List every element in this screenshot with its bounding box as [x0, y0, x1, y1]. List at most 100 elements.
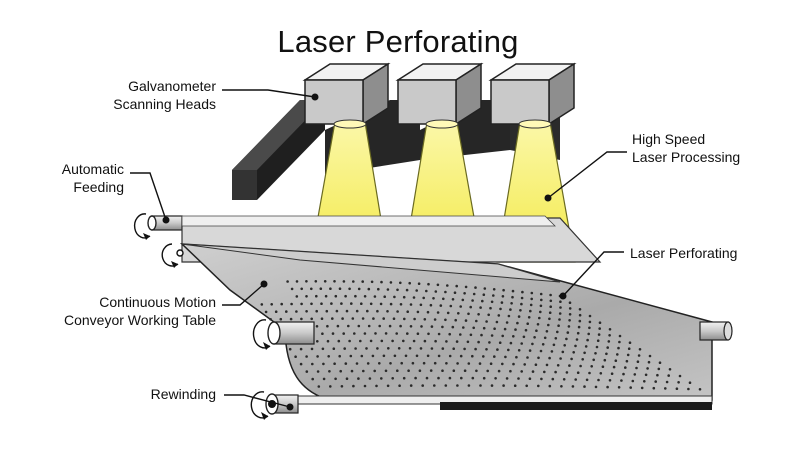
perforation-hole: [509, 308, 512, 311]
perforation-hole: [507, 314, 511, 318]
perforation-hole: [677, 381, 680, 384]
perforation-hole: [568, 313, 572, 316]
perforation-hole: [290, 287, 294, 291]
perforation-hole: [526, 322, 529, 326]
perforation-hole: [314, 280, 318, 283]
perforation-hole: [571, 385, 575, 388]
perforation-hole: [494, 377, 497, 380]
perforation-hole: [363, 295, 367, 298]
perforation-hole: [502, 384, 505, 387]
perforation-hole: [552, 343, 556, 347]
perforation-hole: [469, 305, 473, 309]
perforation-hole: [594, 385, 598, 389]
perforation-hole: [520, 342, 523, 345]
perforation-hole: [338, 354, 342, 358]
perforation-hole: [562, 378, 566, 381]
perforation-hole: [355, 362, 359, 365]
perforation-hole: [463, 292, 466, 295]
roller-rotation-arrow-icon: [250, 391, 269, 420]
perforation-hole: [462, 326, 465, 329]
perforation-hole: [605, 352, 608, 356]
perforation-hole: [415, 289, 419, 292]
perforation-hole: [378, 324, 382, 328]
perforation-hole: [345, 377, 349, 381]
perforation-hole: [493, 327, 496, 331]
perforation-hole: [565, 337, 568, 341]
perforation-hole: [559, 300, 562, 304]
perforation-hole: [640, 386, 644, 390]
perforation-hole: [430, 347, 434, 350]
perforation-hole: [316, 370, 320, 373]
perforation-hole: [344, 362, 348, 365]
perforation-hole: [295, 280, 299, 283]
label-galvanometer-line1: Galvanometer: [128, 78, 216, 94]
perforation-hole: [448, 354, 452, 358]
perforation-hole: [433, 318, 437, 321]
perforation-hole: [295, 295, 299, 298]
perforation-hole: [391, 339, 394, 343]
perforation-hole: [607, 340, 611, 343]
perforation-hole: [388, 324, 392, 328]
perforation-hole: [350, 302, 353, 305]
perforation-hole: [444, 384, 448, 387]
perforation-hole: [348, 339, 351, 343]
perforation-hole: [335, 309, 339, 313]
perforation-hole: [493, 355, 496, 358]
perforation-hole: [396, 288, 399, 292]
perforation-hole: [614, 359, 618, 363]
perforation-hole: [595, 345, 599, 349]
perforation-hole: [548, 311, 552, 315]
perforation-hole: [427, 332, 430, 336]
perforation-hole: [512, 335, 515, 338]
perforation-hole: [340, 385, 344, 388]
perforation-hole: [492, 294, 495, 297]
perforation-hole: [633, 373, 637, 376]
perforation-hole: [331, 317, 334, 320]
perforation-hole: [288, 347, 292, 351]
perforation-hole: [349, 354, 353, 358]
perforation-hole: [556, 330, 559, 334]
perforation-hole: [333, 362, 336, 366]
perforation-hole: [363, 384, 367, 388]
perforation-hole: [616, 353, 619, 356]
perforation-hole: [380, 339, 384, 343]
perforation-hole: [421, 384, 425, 387]
perforation-hole: [299, 362, 303, 366]
perforation-hole: [501, 334, 505, 338]
perforation-hole: [395, 332, 399, 335]
perforation-hole: [322, 362, 325, 366]
perforation-hole: [412, 296, 416, 299]
perforation-hole: [439, 304, 443, 307]
perforation-hole: [337, 339, 341, 343]
perforation-hole: [597, 378, 600, 382]
perforation-hole: [423, 318, 427, 321]
perforation-hole: [467, 362, 471, 365]
perforation-hole: [367, 287, 371, 291]
perforation-hole: [448, 332, 452, 336]
perforation-hole: [501, 295, 505, 298]
scanning-head-1: [302, 62, 391, 129]
perforation-hole: [463, 347, 466, 351]
perforation-hole: [377, 287, 380, 291]
perforation-hole: [487, 313, 491, 317]
perforation-hole: [477, 313, 480, 316]
perforation-hole: [617, 346, 620, 350]
perforation-hole: [598, 321, 602, 325]
perforation-hole: [587, 332, 590, 336]
perforation-hole: [393, 354, 397, 358]
perforation-hole: [380, 377, 383, 380]
perforation-hole: [539, 310, 542, 314]
perforation-hole: [409, 303, 413, 306]
perforation-hole: [323, 280, 327, 283]
perforation-hole: [347, 324, 350, 328]
perforation-hole: [433, 384, 436, 387]
perforation-hole: [437, 354, 441, 358]
perforation-hole: [570, 357, 573, 361]
perforation-hole: [338, 287, 342, 291]
perforation-hole: [280, 302, 284, 306]
perforation-hole: [534, 363, 538, 367]
perforation-hole: [667, 374, 670, 377]
perforation-hole: [472, 292, 476, 296]
perforation-hole: [361, 280, 365, 283]
perforation-hole: [687, 387, 690, 391]
